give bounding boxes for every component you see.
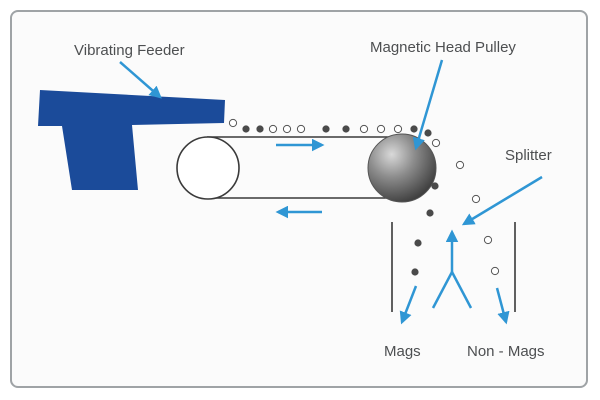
splitter-label: Splitter [505,147,552,164]
arrow-icon [412,59,444,151]
particles-on-belt [228,118,441,148]
non-mags-label: Non - Mags [467,343,545,360]
mags-label: Mags [384,343,421,360]
splitter-shape [431,229,473,309]
tail-pulley [176,136,240,200]
vibrating-feeder-shape [38,90,225,190]
arrow-icon [461,175,543,226]
magnetic-head-pulley-label: Magnetic Head Pulley [370,39,516,56]
magnetic-head-pulley [367,133,437,203]
falling-particles [411,160,500,276]
arrow-icon [119,61,162,99]
diagram-frame [10,10,588,388]
arrow-icon [495,287,510,325]
arrow-icon [399,285,418,325]
conveyor-belt [176,133,437,203]
vibrating-feeder-label: Vibrating Feeder [74,42,185,59]
